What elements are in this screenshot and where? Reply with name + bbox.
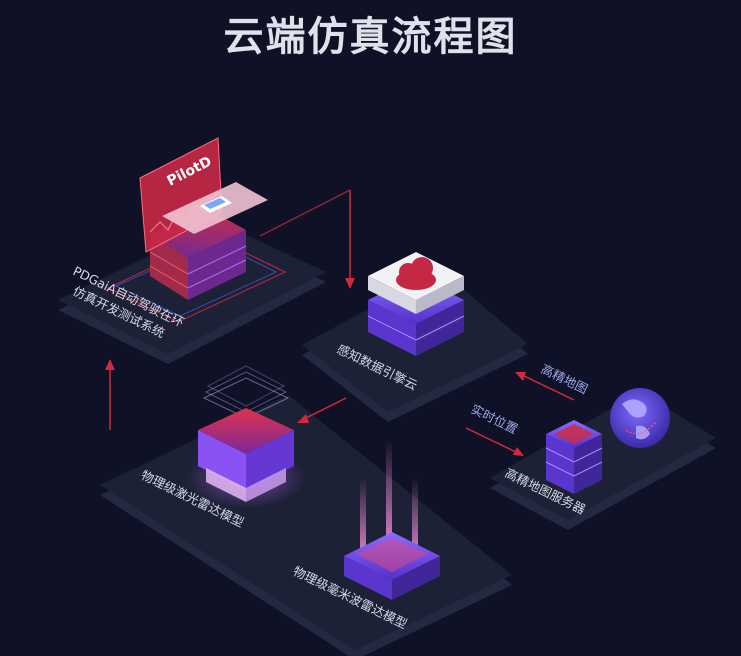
mmwave-model-stack xyxy=(344,532,440,600)
cloud-icon xyxy=(396,257,436,290)
hd-map-server-stack xyxy=(545,420,603,494)
cloud-server-stack xyxy=(367,252,465,356)
arrow-hd-map xyxy=(515,372,575,401)
arrow-pdgaia-to-cloud xyxy=(259,189,355,289)
edge-label-realtime-position: 实时位置 xyxy=(469,401,521,436)
lidar-model-stack xyxy=(186,365,306,508)
platform-hd-map xyxy=(490,392,716,530)
arrow-cloud-to-lidar xyxy=(297,397,347,423)
mmwave-beams xyxy=(360,440,418,560)
vehicle-card xyxy=(162,182,268,234)
platform-radar xyxy=(100,395,512,656)
arrow-radar-to-pdgaia xyxy=(105,359,115,430)
edge-label-hd-map: 高精地图 xyxy=(539,361,591,396)
arrow-realtime-position xyxy=(465,427,524,456)
globe-icon xyxy=(610,388,670,448)
page-title: 云端仿真流程图 xyxy=(223,14,518,60)
